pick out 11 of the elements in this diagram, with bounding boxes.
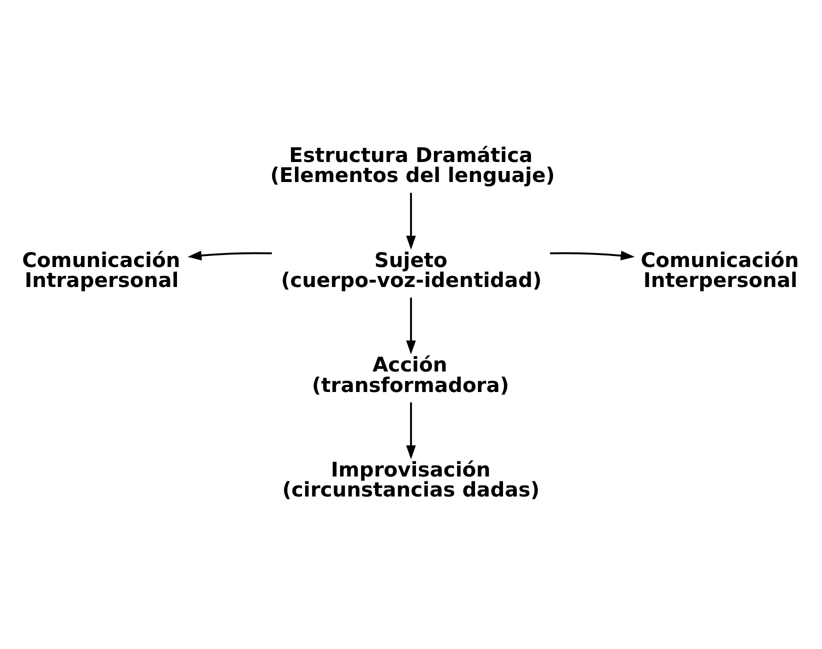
arrow xyxy=(406,192,416,250)
node-text: Estructura Dramática (Elementos del lenguaje) xyxy=(270,143,555,188)
node-text: Comunicación Interpersonal xyxy=(640,248,799,292)
arrow xyxy=(406,402,416,460)
arrow xyxy=(550,250,635,260)
node-text: Improvisación (circunstancias dadas) xyxy=(282,457,540,502)
arrow xyxy=(188,250,272,260)
arrow xyxy=(406,298,416,354)
node-text: Acción (transformadora) xyxy=(312,352,510,397)
node-text: Comunicación Intrapersonal xyxy=(22,248,180,292)
node-text: Sujeto (cuerpo-voz-identidad) xyxy=(280,248,542,292)
